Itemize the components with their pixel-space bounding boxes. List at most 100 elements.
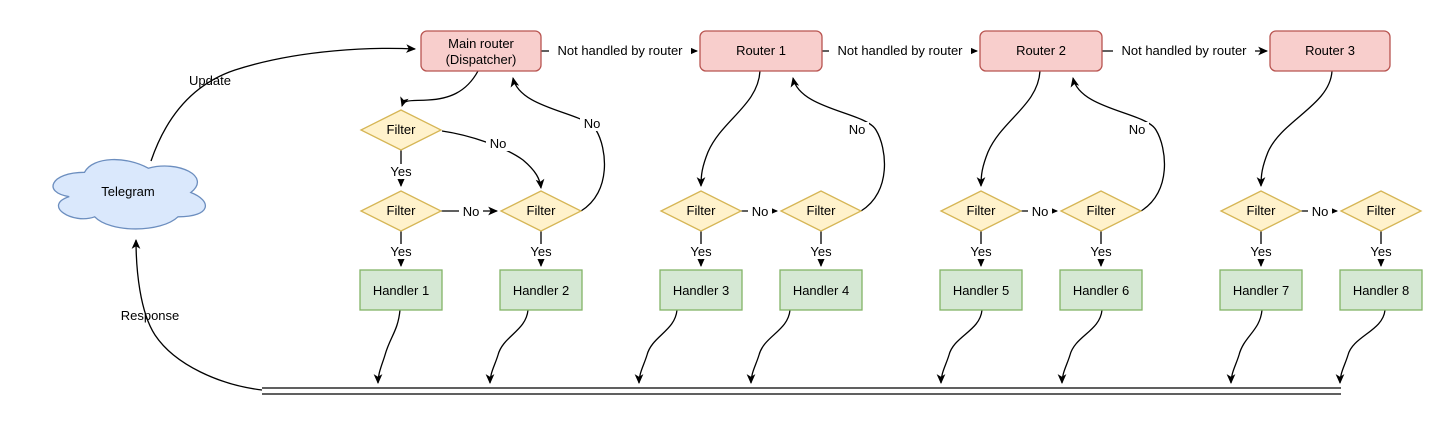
- handler1-node: [359, 269, 443, 311]
- handler2-label: Handler 2: [513, 283, 569, 298]
- response-edge: [131, 238, 263, 391]
- not-handled-label-bg-1: [549, 43, 691, 59]
- not-handled-label-3: Not handled by router: [1121, 43, 1247, 58]
- router1-to-filter-edge: [696, 70, 761, 188]
- router3-to-filter-edge: [1256, 70, 1333, 188]
- handler7-node: [1219, 269, 1303, 311]
- router2-to-filter-edge: [976, 70, 1041, 188]
- main-router-label-line1: Main router: [448, 36, 514, 51]
- filter-r2-right-node: [1059, 190, 1143, 232]
- no-label-r1-loop: No: [849, 122, 866, 137]
- handler6-label: Handler 6: [1073, 283, 1129, 298]
- filter-main-left-node: [359, 190, 443, 232]
- filter-r3-right-label: Filter: [1367, 203, 1397, 218]
- not-handled-label-2: Not handled by router: [837, 43, 963, 58]
- yes-label-6: Yes: [1090, 244, 1112, 259]
- router1-node: [699, 30, 823, 72]
- no-label-r1-mid: No: [752, 204, 769, 219]
- no-label-main-mid: No: [463, 204, 480, 219]
- filter-r1-left-node: [659, 190, 743, 232]
- handler8-return-edge: [1335, 309, 1386, 385]
- yes-label-bg-3: [686, 244, 716, 259]
- router3-node: [1269, 30, 1391, 72]
- no-label-bg-r1-mid: [748, 204, 772, 219]
- no-label-bg-main-loop: [580, 116, 604, 131]
- no-label-r2-loop: No: [1129, 122, 1146, 137]
- update-edge: [150, 44, 417, 162]
- yes-label-bg-5: [966, 244, 996, 259]
- handler7-return-edge: [1226, 309, 1263, 385]
- handler4-return-edge: [746, 309, 791, 385]
- filter-main-right-label: Filter: [527, 203, 557, 218]
- yes-label-3: Yes: [690, 244, 712, 259]
- yes-label-2: Yes: [530, 244, 552, 259]
- main-router-label-line2: (Dispatcher): [446, 52, 517, 67]
- handler5-return-edge: [936, 309, 983, 385]
- handler3-node: [659, 269, 743, 311]
- no-label-r3-mid: No: [1312, 204, 1329, 219]
- yes-label-bg-4: [806, 244, 836, 259]
- handler7-label: Handler 7: [1233, 283, 1289, 298]
- yes-label-1: Yes: [390, 244, 412, 259]
- yes-label-bg-7: [1246, 244, 1276, 259]
- handler3-label: Handler 3: [673, 283, 729, 298]
- yes-label-bg-6: [1086, 244, 1116, 259]
- yes-label-4: Yes: [810, 244, 832, 259]
- not-handled-label-bg-2: [829, 43, 971, 59]
- filter-main-top-no-edge: [441, 130, 545, 190]
- edge-labels: Update Response Not handled by router No…: [121, 43, 1396, 323]
- handler8-node: [1339, 269, 1423, 311]
- yes-label-8: Yes: [1370, 244, 1392, 259]
- router2-node: [979, 30, 1103, 72]
- handler1-label: Handler 1: [373, 283, 429, 298]
- not-handled-label-bg-3: [1113, 43, 1255, 59]
- filter-main-top-label: Filter: [387, 122, 417, 137]
- filter-main-top-node: [359, 109, 443, 151]
- filter-main-right-loop-edge: [510, 76, 606, 212]
- response-label: Response: [121, 308, 180, 323]
- handler4-node: [779, 269, 863, 311]
- filter-r3-left-label: Filter: [1247, 203, 1277, 218]
- no-label-bg-r3-mid: [1308, 204, 1332, 219]
- yes-label-bg-2: [526, 244, 556, 259]
- update-label: Update: [189, 73, 231, 88]
- handler8-label: Handler 8: [1353, 283, 1409, 298]
- no-label-bg-main-mid: [459, 204, 483, 219]
- no-label-bg-r2-mid: [1028, 204, 1052, 219]
- router3-label: Router 3: [1305, 43, 1355, 58]
- handler2-node: [499, 269, 583, 311]
- filter-main-left-label: Filter: [387, 203, 417, 218]
- no-label-r2-mid: No: [1032, 204, 1049, 219]
- filter-r3-right-node: [1339, 190, 1423, 232]
- handler5-label: Handler 5: [953, 283, 1009, 298]
- handler1-return-edge: [373, 309, 401, 385]
- filter-r2-right-loop-edge: [1070, 76, 1166, 212]
- no-label-bg-main-top: [486, 136, 510, 151]
- edges: [131, 44, 1386, 395]
- no-label-bg-r2-loop: [1125, 122, 1149, 137]
- filter-r2-right-label: Filter: [1087, 203, 1117, 218]
- main-router-node: [420, 30, 542, 72]
- filter-r1-right-node: [779, 190, 863, 232]
- yes-label-bg-8: [1366, 244, 1396, 259]
- filter-r1-right-label: Filter: [807, 203, 837, 218]
- filter-r2-left-label: Filter: [967, 203, 997, 218]
- no-label-main-top: No: [490, 136, 507, 151]
- handler3-return-edge: [634, 309, 678, 385]
- telegram-cloud-node: [52, 158, 207, 230]
- filter-main-right-node: [499, 190, 583, 232]
- filter-r2-left-node: [939, 190, 1023, 232]
- yes-label-bg-main-top: [386, 164, 416, 179]
- telegram-label: Telegram: [101, 184, 154, 199]
- handler4-label: Handler 4: [793, 283, 849, 298]
- filter-r3-left-node: [1219, 190, 1303, 232]
- handler5-node: [939, 269, 1023, 311]
- handler6-return-edge: [1057, 309, 1103, 385]
- yes-label-7: Yes: [1250, 244, 1272, 259]
- handler2-return-edge: [485, 309, 529, 385]
- router1-label: Router 1: [736, 43, 786, 58]
- handler6-node: [1059, 269, 1143, 311]
- yes-label-main-top: Yes: [390, 164, 412, 179]
- yes-label-5: Yes: [970, 244, 992, 259]
